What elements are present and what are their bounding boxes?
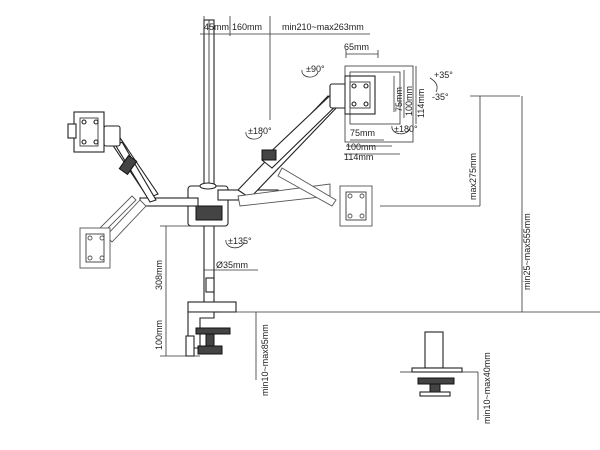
tilt-down-label: -35° (432, 92, 449, 102)
swivel-arm-label: ±180° (248, 126, 272, 136)
center-pole (203, 19, 215, 313)
grommet-mount (400, 331, 478, 397)
dim-45mm-label: 45mm (204, 22, 229, 32)
vesa-v75-label: 75mm (394, 87, 404, 112)
pole-diameter-label: Ø35mm (216, 260, 248, 270)
vesa-h100-label: 100mm (346, 142, 376, 152)
height-range-label: max275mm (468, 153, 478, 200)
vesa-h114-label: 114mm (344, 152, 373, 162)
desk-clamp (185, 301, 237, 357)
right-arm-ghost (237, 167, 373, 227)
dim-reach-label: min210~max263mm (282, 22, 364, 32)
grommet-range-label: min10~max40mm (482, 352, 492, 424)
vesa-dimension-frame (344, 50, 417, 155)
left-arm-ghost (79, 195, 147, 269)
clamp-height-label: 100mm (154, 320, 164, 350)
pole-height-label: 308mm (154, 260, 164, 290)
rotation-90-label: ±90° (306, 64, 325, 74)
total-height-label: min25~max555mm (522, 213, 532, 290)
left-arm (103, 125, 159, 203)
tilt-up-label: +35° (434, 70, 453, 80)
clamp-range-label: min10~max85mm (260, 324, 270, 396)
right-vesa-plate (344, 75, 376, 115)
dim-65mm-label: 65mm (344, 42, 369, 52)
dimension-lines (160, 16, 523, 420)
right-arm (237, 83, 347, 199)
vesa-h75-label: 75mm (350, 128, 375, 138)
vesa-v114-label: 114mm (416, 89, 426, 118)
swivel-monitor-label: ±180° (394, 124, 418, 134)
left-vesa-plate (67, 111, 105, 153)
vesa-v100-label: 100mm (404, 86, 414, 116)
dim-160mm-label: 160mm (232, 22, 262, 32)
rotation-arcs (225, 69, 438, 249)
swivel-base-label: ±135° (228, 236, 252, 246)
